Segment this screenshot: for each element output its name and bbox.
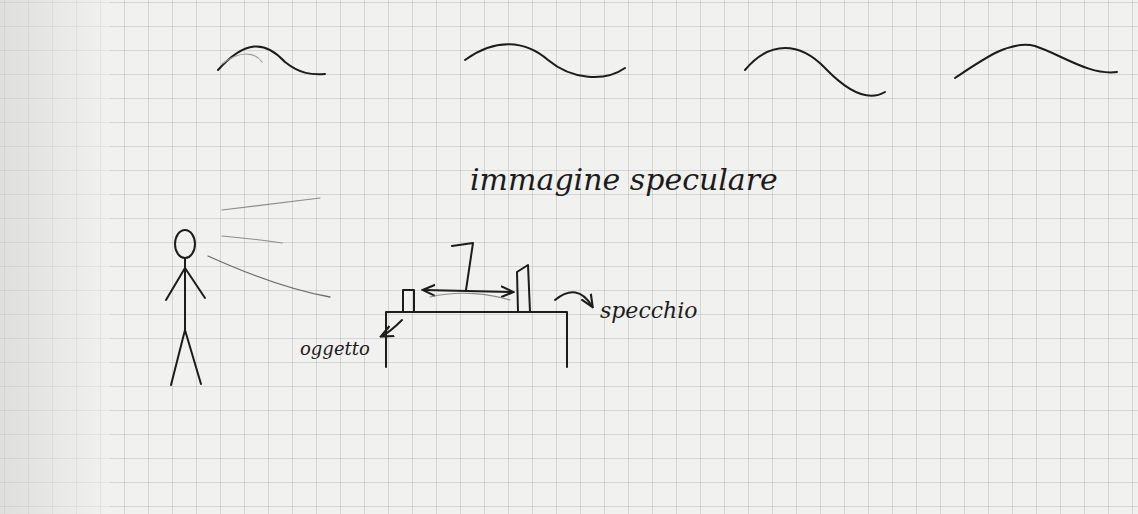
leader-arrow: [382, 320, 402, 336]
figure-legs: [171, 330, 201, 385]
figure-head: [175, 230, 195, 258]
figure-arms: [166, 268, 205, 300]
page-shadow: [0, 0, 110, 514]
sight-line: [222, 198, 320, 210]
distance-sketch: [430, 293, 510, 300]
part-name: oggetto: [300, 338, 370, 359]
label-box: immagine speculare: [470, 162, 778, 197]
mirror: [517, 265, 530, 312]
sight-line: [208, 256, 330, 297]
wave: [218, 46, 325, 74]
distance-arrow: [424, 290, 512, 292]
heading-note: immagine speculare: [470, 162, 778, 197]
wave: [465, 44, 625, 77]
wave: [955, 45, 1117, 78]
table: [386, 312, 567, 367]
object: [403, 290, 414, 312]
pointer-line: [452, 243, 473, 290]
wave-sketch: [222, 54, 262, 64]
leader-arrow: [555, 292, 592, 306]
wave: [745, 48, 885, 96]
sight-line: [222, 236, 282, 243]
label-box: oggetto: [300, 338, 370, 359]
part-name: specchio: [600, 298, 698, 323]
label-box: specchio: [600, 298, 698, 323]
